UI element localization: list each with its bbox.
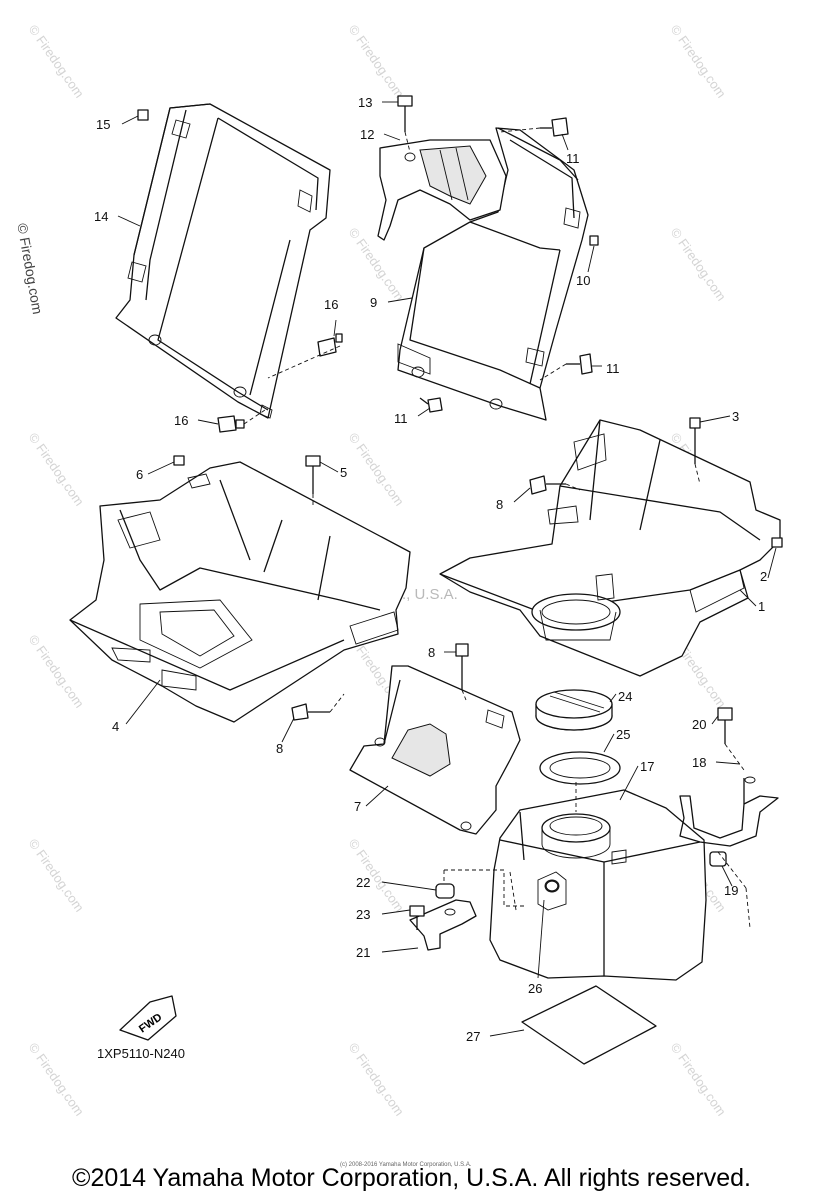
- callout-26: 26: [528, 981, 543, 996]
- callout-27: 27: [466, 1029, 481, 1044]
- callout-17: 17: [640, 759, 655, 774]
- part-18-bracket: [679, 776, 779, 847]
- callout-21: 21: [356, 945, 371, 960]
- callout-13: 13: [358, 95, 373, 110]
- callout-4: 4: [112, 719, 120, 734]
- callout-7: 7: [354, 799, 362, 814]
- part-14-side-panel: [115, 103, 331, 419]
- callout-3: 3: [732, 409, 740, 424]
- callout-24: 24: [618, 689, 633, 704]
- callout-8: 8: [496, 497, 504, 512]
- tiny-copyright: (c) 2008-2016 Yamaha Motor Corporation, …: [340, 1162, 472, 1168]
- part-24-cap: [535, 689, 613, 731]
- callout-8: 8: [428, 645, 436, 660]
- callout-15: 15: [96, 117, 111, 132]
- part-12-heat-shield: [377, 139, 507, 241]
- callout-8: 8: [276, 741, 284, 756]
- callout-12: 12: [360, 127, 375, 142]
- diagram-code: 1XP5110-N240: [97, 1046, 185, 1061]
- callout-5: 5: [340, 465, 348, 480]
- callout-16: 16: [174, 413, 189, 428]
- callout-6: 6: [136, 467, 144, 482]
- callout-25: 25: [616, 727, 631, 742]
- part-1-lower-tray: [439, 419, 781, 677]
- part-21-bracket: [409, 899, 477, 951]
- callout-9: 9: [370, 295, 378, 310]
- callout-11: 11: [566, 151, 580, 166]
- copyright-footer: ©2014 Yamaha Motor Corporation, U.S.A. A…: [72, 1164, 751, 1192]
- leader-lines: [117, 101, 777, 1037]
- callout-1: 1: [758, 599, 766, 614]
- assembly-lines: [243, 127, 751, 929]
- part-25-gasket: [539, 751, 621, 785]
- fasteners: [137, 95, 783, 930]
- callout-19: 19: [724, 883, 739, 898]
- part-27-pad: [521, 985, 657, 1065]
- part-7-front-plate: [349, 665, 521, 835]
- callout-10: 10: [576, 273, 591, 288]
- fwd-arrow-icon: FWD: [119, 995, 177, 1041]
- callout-20: 20: [692, 717, 707, 732]
- callout-18: 18: [692, 755, 707, 770]
- part-9-shroud: [397, 127, 589, 421]
- callout-14: 14: [94, 209, 109, 224]
- callout-2: 2: [760, 569, 768, 584]
- callout-23: 23: [356, 907, 371, 922]
- callout-11: 11: [606, 361, 620, 376]
- callout-16: 16: [324, 297, 339, 312]
- callout-22: 22: [356, 875, 371, 890]
- callout-11: 11: [394, 411, 408, 426]
- part-17-fuel-tank: [489, 789, 707, 981]
- part-4-lower-tray: [69, 461, 411, 723]
